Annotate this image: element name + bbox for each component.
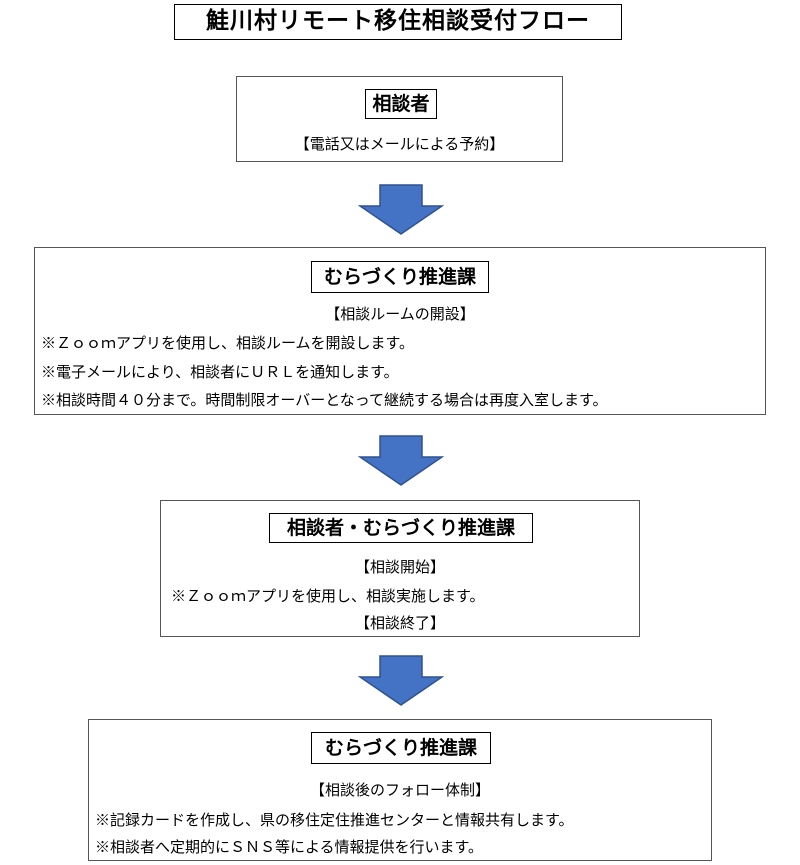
step-actor-label: むらづくり推進課 xyxy=(311,732,491,764)
step-line: 【電話又はメールによる予約】 xyxy=(294,135,505,153)
step-line: ※Ｚｏｏｍアプリを使用し、相談実施します。 xyxy=(171,587,485,605)
step-line: ※相談者へ定期的にＳＮＳ等による情報提供を行います。 xyxy=(95,838,484,856)
step-box-joint: 相談者・むらづくり推進課 【相談開始】 ※Ｚｏｏｍアプリを使用し、相談実施します… xyxy=(160,500,640,637)
step-line: 【相談開始】 xyxy=(354,558,445,576)
step-actor-label: 相談者 xyxy=(365,89,437,119)
down-arrow-icon xyxy=(358,184,444,235)
step-line: 【相談後のフォロー体制】 xyxy=(309,781,490,799)
step-box-consultant: 相談者 【電話又はメールによる予約】 xyxy=(236,76,563,162)
step-line: ※Ｚｏｏｍアプリを使用し、相談ルームを開設します。 xyxy=(41,334,415,352)
down-arrow-icon xyxy=(358,435,444,486)
step-line: 【相談終了】 xyxy=(354,614,445,632)
step-line: ※記録カードを作成し、県の移住定住推進センターと情報共有します。 xyxy=(95,811,574,829)
step-line: ※電子メールにより、相談者にＵＲＬを通知します。 xyxy=(41,363,399,381)
step-box-village-dept: むらづくり推進課 【相談ルームの開設】 ※Ｚｏｏｍアプリを使用し、相談ルームを開… xyxy=(34,247,766,415)
step-line: ※相談時間４０分まで。時間制限オーバーとなって継続する場合は再度入室します。 xyxy=(41,391,608,409)
step-actor-label: 相談者・むらづくり推進課 xyxy=(269,513,533,543)
page-title: 鮭川村リモート移住相談受付フロー xyxy=(174,4,622,40)
down-arrow-icon xyxy=(358,655,444,706)
step-line: 【相談ルームの開設】 xyxy=(325,305,475,323)
step-box-followup: むらづくり推進課 【相談後のフォロー体制】 ※記録カードを作成し、県の移住定住推… xyxy=(88,719,712,861)
step-actor-label: むらづくり推進課 xyxy=(311,261,489,293)
